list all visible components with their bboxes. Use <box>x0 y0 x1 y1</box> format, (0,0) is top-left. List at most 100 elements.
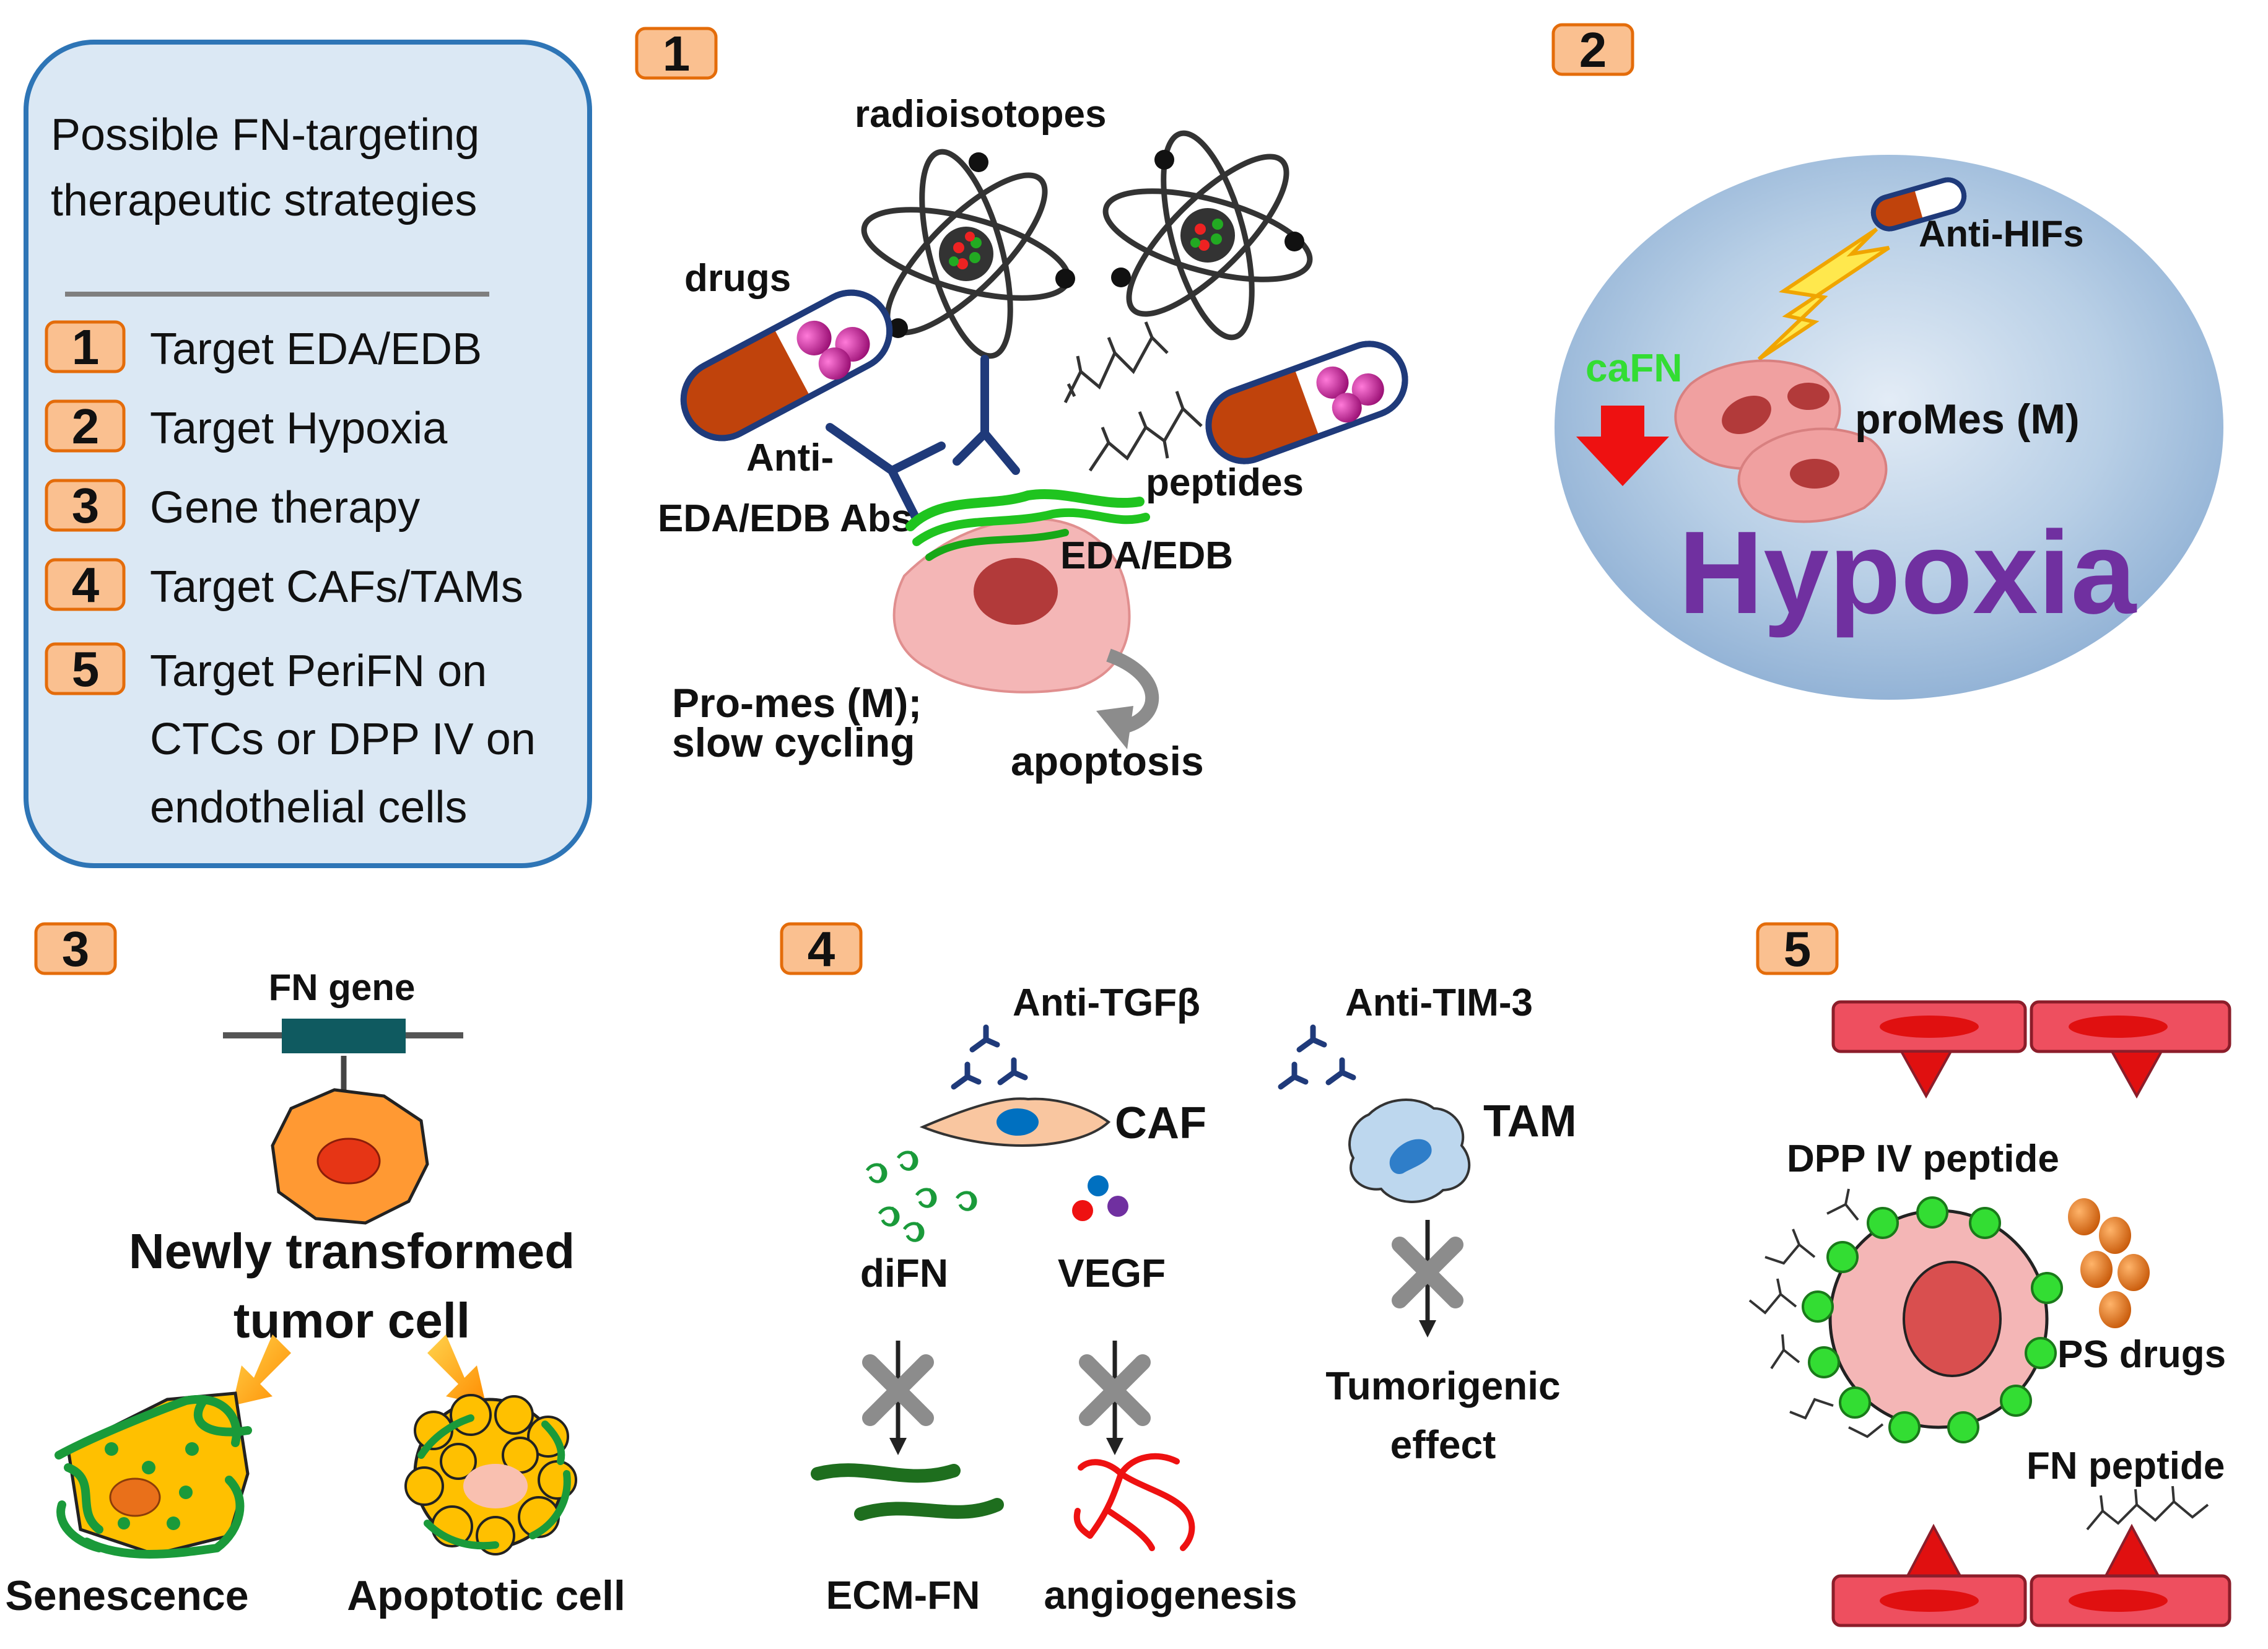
pro-mes-label-line2: slow cycling <box>672 720 915 765</box>
ps-drugs-label: PS drugs <box>2057 1333 2226 1376</box>
cafn-label: caFN <box>1585 346 1683 390</box>
anti-hif-capsule-icon <box>1870 177 1967 232</box>
blocked-arrow-icon <box>1079 1341 1151 1455</box>
difn-fragments-icon <box>865 1151 977 1242</box>
anti-hifs-label: Anti-HIFs <box>1919 213 2084 255</box>
legend-item-text: Target EDA/EDB <box>150 324 482 374</box>
ctc-cell-icon <box>1748 1188 2063 1443</box>
dpp-iv-peptide-label: DPP IV peptide <box>1787 1138 2059 1180</box>
eda-edb-label: EDA/EDB <box>1060 534 1233 577</box>
panel-4-badge-number: 4 <box>808 921 835 977</box>
fn-gene-icon <box>223 1019 463 1121</box>
legend-item-badge <box>45 399 126 453</box>
apoptotic-cell-label: Apoptotic cell <box>347 1572 626 1619</box>
anti-eda-edb-abs-label-line1: Anti- <box>746 437 834 479</box>
panel-1-badge <box>635 27 718 80</box>
legend-item-2: 2 Target Hypoxia <box>45 399 448 454</box>
panel-4-target-cafs-tams: 4 Anti-TGFβ Anti-TIM-3 CAF TAM <box>780 921 1577 1617</box>
panel-2-badge-number: 2 <box>1579 22 1607 77</box>
antibody-icon <box>954 1064 979 1087</box>
legend-item-number: 5 <box>72 642 100 697</box>
panel-3-badge <box>34 922 117 975</box>
blocked-arrow-icon <box>862 1341 934 1455</box>
fn-peptide-label: FN peptide <box>2026 1445 2225 1487</box>
antibody-icon <box>826 423 946 521</box>
legend-item-text: Target PeriFN on <box>150 646 487 696</box>
endothelial-cell-icon <box>2030 1523 2231 1627</box>
drug-capsule-icon <box>680 289 893 442</box>
legend-item-badge <box>45 642 126 695</box>
panel-2-badge <box>1551 23 1634 76</box>
panel-5-target-perifn: 5 DPP IV peptide <box>1748 921 2231 1627</box>
lightning-bolt-icon <box>1757 227 1890 361</box>
legend-item-badge <box>45 479 126 532</box>
apoptotic-cell-icon <box>404 1394 577 1555</box>
vegf-molecules-icon <box>1072 1175 1128 1221</box>
panel-5-badge <box>1756 922 1839 975</box>
radioisotopes-label: radioisotopes <box>855 93 1107 136</box>
curved-arrow-icon <box>1096 648 1159 749</box>
panel-3-gene-therapy: 3 FN gene Newly transformed tumor cell <box>5 921 625 1619</box>
panel-5-badge-number: 5 <box>1784 921 1812 977</box>
senescent-cell-icon <box>55 1391 252 1559</box>
legend-item-text: Target CAFs/TAMs <box>150 562 523 612</box>
legend-item-4: 4 Target CAFs/TAMs <box>45 557 523 612</box>
vegf-label: VEGF <box>1058 1251 1166 1295</box>
caf-cell-icon <box>919 1097 1111 1147</box>
legend-item-badge <box>45 320 126 373</box>
legend-item-number: 4 <box>72 557 100 612</box>
anti-eda-edb-abs-label-line2: EDA/EDB Abs <box>658 497 912 540</box>
fn-peptide-chain-icon <box>2086 1486 2209 1531</box>
legend-item-number: 2 <box>72 399 100 454</box>
pro-mes-cells-icon <box>1674 359 1888 523</box>
newly-transformed-label-line1: Newly transformed <box>129 1224 575 1279</box>
hypoxia-sphere <box>1555 155 2223 700</box>
orange-arrow-icon <box>232 1334 291 1406</box>
radioisotope-atom-icon <box>861 149 1075 359</box>
legend-item-text: CTCs or DPP IV on <box>150 715 536 764</box>
pro-mes-label-line1: Pro-mes (M); <box>672 680 922 726</box>
angiogenesis-vessels-icon <box>1073 1453 1195 1551</box>
legend-item-text: Gene therapy <box>150 483 420 533</box>
orange-arrow-icon <box>427 1334 486 1406</box>
legend-item-text: endothelial cells <box>150 783 467 832</box>
legend-title-line1: Possible FN-targeting <box>51 110 479 160</box>
panel-3-badge-number: 3 <box>62 921 90 977</box>
strategies-legend: Possible FN-targeting therapeutic strate… <box>24 40 592 868</box>
legend-item-text: Target Hypoxia <box>150 404 448 453</box>
radioisotope-atom-icon <box>1102 130 1313 341</box>
tam-cell-icon <box>1348 1099 1471 1203</box>
antibody-icon <box>972 1027 997 1050</box>
promes-label: proMes (M) <box>1855 396 2080 443</box>
pro-mes-cell-icon <box>892 489 1150 694</box>
drug-capsule-icon <box>1205 341 1408 464</box>
legend-item-badge <box>45 558 126 611</box>
senescence-label: Senescence <box>5 1572 248 1619</box>
down-arrow-icon <box>1576 406 1669 486</box>
panel-1-target-eda-edb: 1 radioisotopes <box>635 26 1408 784</box>
caf-label: CAF <box>1115 1099 1206 1148</box>
drugs-label: drugs <box>684 257 791 300</box>
legend-item-3: 3 Gene therapy <box>45 478 420 533</box>
legend-box <box>24 40 592 868</box>
angiogenesis-label: angiogenesis <box>1044 1573 1298 1617</box>
endothelial-cell-icon <box>2030 1000 2231 1099</box>
tumor-cell-icon <box>271 1088 429 1225</box>
difn-label: diFN <box>860 1251 948 1295</box>
legend-item-5: 5 Target PeriFN on CTCs or DPP IV on endoth… <box>45 642 536 832</box>
peptide-chain-icon <box>1063 321 1203 472</box>
hypoxia-label: Hypoxia <box>1678 507 2137 638</box>
endothelial-cell-icon <box>1831 1523 2027 1627</box>
ecm-fn-fibers-icon <box>811 1463 1004 1521</box>
legend-item-number: 3 <box>72 478 100 533</box>
antibody-icon <box>1299 1027 1324 1050</box>
apoptosis-label: apoptosis <box>1011 738 1204 784</box>
peptides-label: peptides <box>1146 461 1304 504</box>
panel-1-badge-number: 1 <box>663 26 691 81</box>
antibody-icon <box>1281 1064 1306 1087</box>
tumorigenic-effect-label-line2: effect <box>1390 1422 1496 1467</box>
panel-4-badge <box>780 922 863 975</box>
